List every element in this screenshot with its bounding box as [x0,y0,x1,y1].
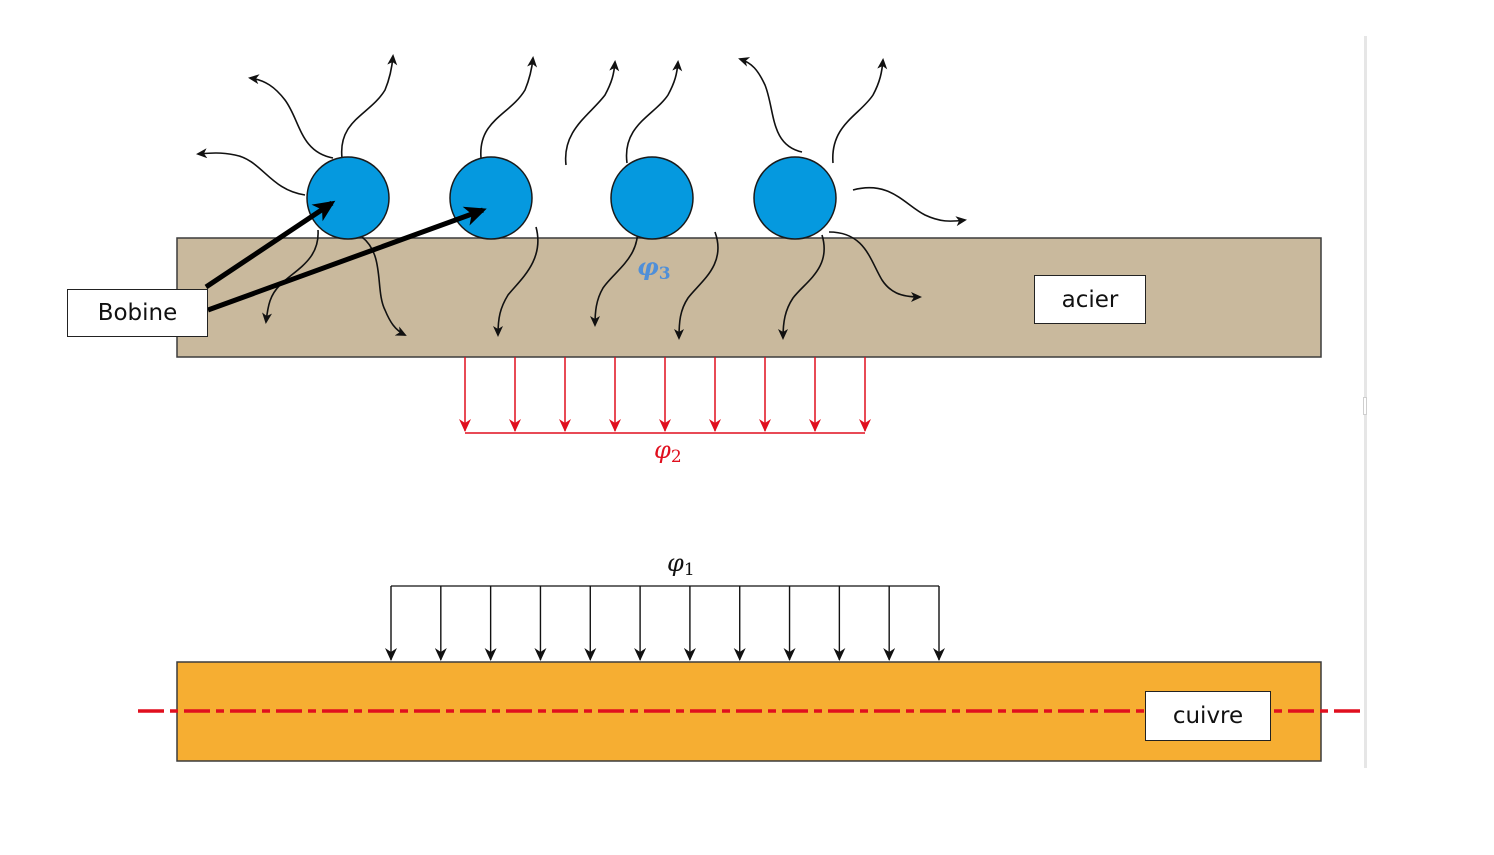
flux-line [778,234,825,340]
flux-line [564,60,620,166]
flux-line [493,226,539,337]
coil-1 [306,156,390,240]
bobine-pointer-arrow [204,200,336,290]
coil-2 [449,156,533,240]
leakage-flux-lines [196,54,967,340]
flux-line [341,54,398,159]
coils [306,156,837,240]
flux-line [828,231,922,302]
flux-line [196,148,306,196]
phi1-letter: φ [667,549,684,577]
phi1-symbol: φ1 [667,549,695,580]
flux-line [590,217,639,327]
phi1-arrows [385,586,945,661]
phi2-letter: φ [654,436,671,464]
flux-line [480,56,538,159]
acier-label: acier [1034,275,1146,324]
flux-line [738,57,803,153]
phi1-index: 1 [683,560,695,580]
phi3-index: 3 [658,264,671,284]
bobine-label: Bobine [67,289,208,337]
coil-4 [753,156,837,240]
phi2-index: 2 [670,447,682,467]
flux-line [832,58,888,164]
bobine-pointer-arrow [207,206,487,313]
phi2-arrows [459,357,871,432]
cuivre-label: cuivre [1145,691,1271,741]
resize-handle[interactable] [1363,397,1367,415]
flux-line [361,236,407,336]
flux-line [625,60,683,164]
flux-line [248,74,334,159]
steel-plate [176,237,1322,358]
phi3-letter: φ [637,252,659,281]
flux-line [852,187,967,227]
coil-3 [610,156,694,240]
phi2-symbol: φ2 [654,436,682,467]
flux-line [674,231,719,340]
phi3-symbol: φ3 [637,252,671,284]
